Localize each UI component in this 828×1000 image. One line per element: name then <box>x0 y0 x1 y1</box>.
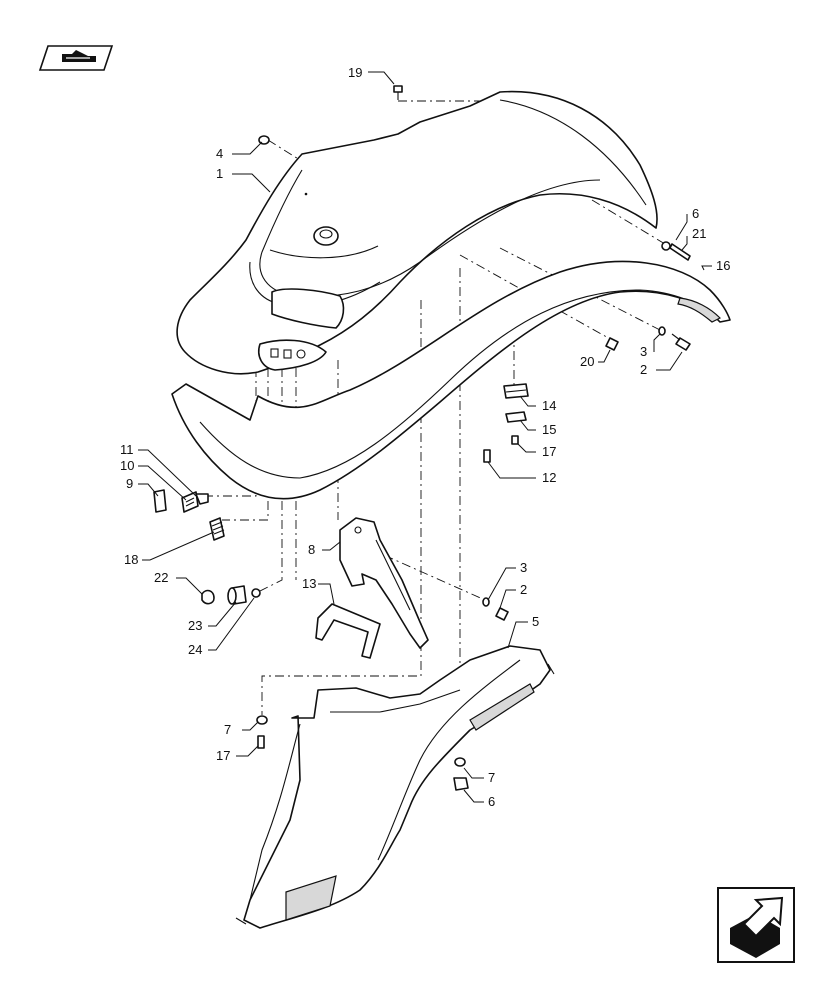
callout-13: 13 <box>302 576 316 591</box>
callout-11: 11 <box>120 442 134 457</box>
callout-24: 24 <box>188 642 202 657</box>
mudguard-liner-part <box>235 645 555 929</box>
next-page-button[interactable] <box>717 887 795 963</box>
small-bracket-part <box>315 603 381 659</box>
callout-2: 2 <box>640 362 647 377</box>
callout-labels: 19 4 1 6 21 16 3 20 2 14 15 17 12 11 10 … <box>120 65 730 809</box>
callout-3b: 3 <box>520 560 527 575</box>
callout-19: 19 <box>348 65 362 80</box>
previous-page-button[interactable] <box>38 45 114 71</box>
fender-lower-part <box>171 260 731 500</box>
leader-lines <box>138 71 712 803</box>
bracket-part <box>339 517 429 649</box>
callout-17: 17 <box>542 444 556 459</box>
callout-7b: 7 <box>488 770 495 785</box>
hand-pointing-icon <box>62 50 96 62</box>
callout-1: 1 <box>216 166 223 181</box>
callout-6b: 6 <box>488 794 495 809</box>
callout-9: 9 <box>126 476 133 491</box>
callout-21: 21 <box>692 226 706 241</box>
arrow-right-icon <box>730 896 784 958</box>
callout-7: 7 <box>224 722 231 737</box>
hardware-parts <box>153 85 691 791</box>
callout-12: 12 <box>542 470 556 485</box>
callout-5: 5 <box>532 614 539 629</box>
fender-upper-part <box>176 90 658 375</box>
callout-22: 22 <box>154 570 168 585</box>
callout-3: 3 <box>640 344 647 359</box>
callout-2b: 2 <box>520 582 527 597</box>
callout-23: 23 <box>188 618 202 633</box>
callout-17b: 17 <box>216 748 230 763</box>
callout-4: 4 <box>216 146 223 161</box>
callout-20: 20 <box>580 354 594 369</box>
callout-10: 10 <box>120 458 134 473</box>
callout-18: 18 <box>124 552 138 567</box>
callout-6: 6 <box>692 206 699 221</box>
callout-14: 14 <box>542 398 556 413</box>
callout-8: 8 <box>308 542 315 557</box>
callout-15: 15 <box>542 422 556 437</box>
callout-16: 16 <box>716 258 730 273</box>
